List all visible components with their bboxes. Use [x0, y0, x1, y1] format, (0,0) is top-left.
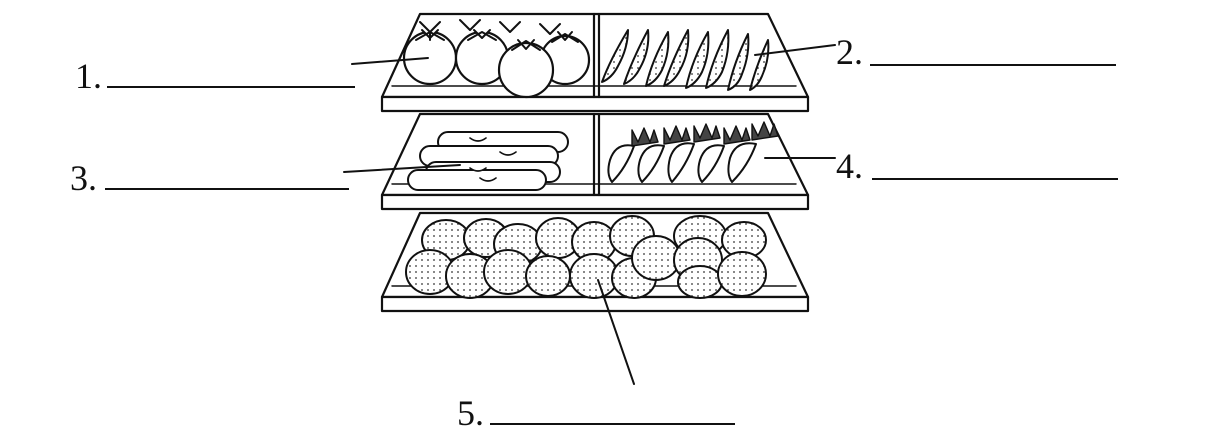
label-number-3: 3. [70, 158, 97, 198]
pointer-lines [343, 44, 836, 385]
label-number-4: 4. [836, 146, 863, 186]
tomatoes [402, 19, 591, 99]
bean-pods [601, 29, 770, 91]
answer-blank-2[interactable] [870, 64, 1116, 66]
answer-blank-3[interactable] [105, 188, 349, 190]
label-number-1: 1. [75, 56, 102, 96]
answer-blank-4[interactable] [872, 178, 1118, 180]
label-number-5: 5. [457, 393, 484, 433]
carrots [607, 121, 779, 183]
label-number-2: 2. [836, 32, 863, 72]
answer-blank-1[interactable] [107, 86, 355, 88]
cucumbers [407, 131, 569, 191]
potatoes [405, 215, 767, 299]
answer-blank-5[interactable] [490, 423, 735, 425]
